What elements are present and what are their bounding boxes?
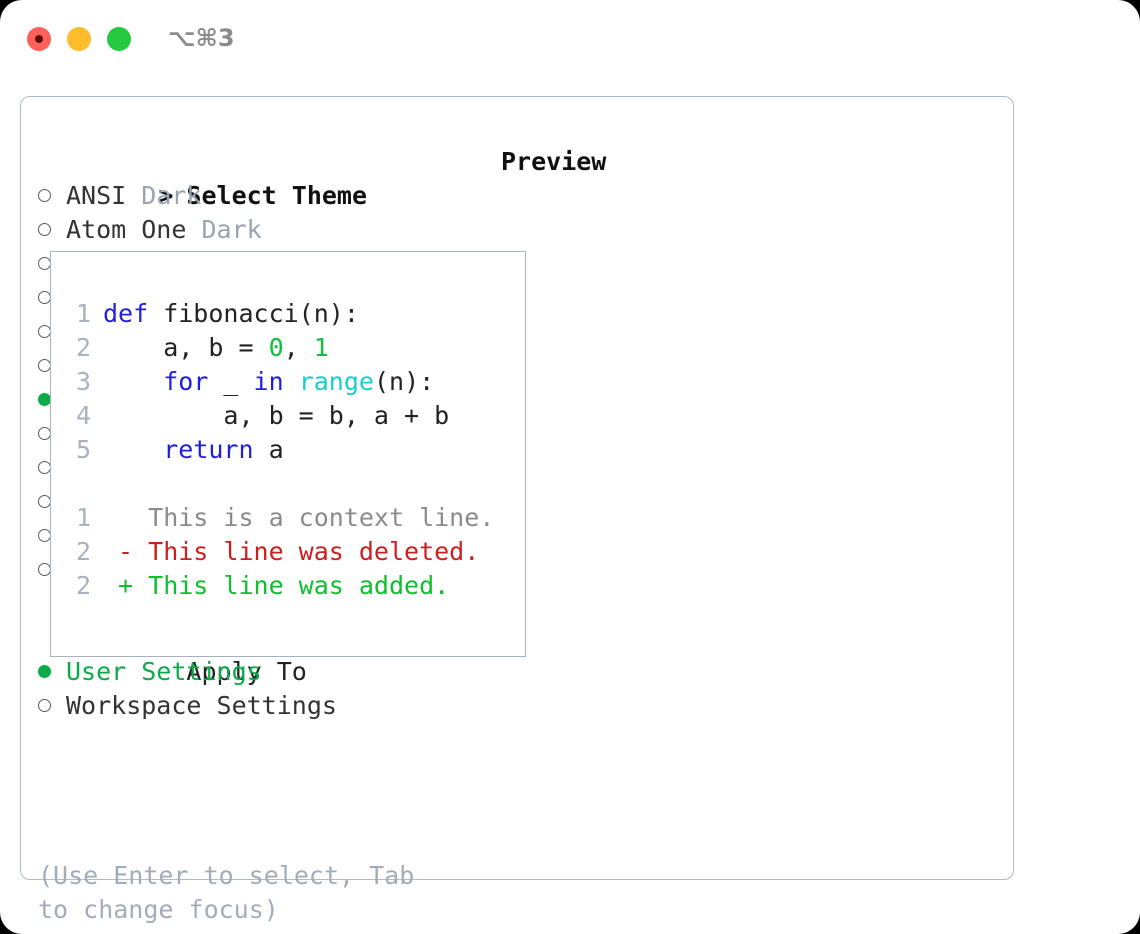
radio-marker xyxy=(38,213,66,247)
diff-line: 1 This is a context line. xyxy=(61,501,494,535)
code-token: 0 xyxy=(268,333,284,362)
code-line: 5 return a xyxy=(61,433,494,467)
code-token: , xyxy=(283,333,314,362)
code-token: range xyxy=(298,367,374,396)
code-token: return xyxy=(163,435,254,464)
code-token: for xyxy=(163,367,209,396)
keyboard-shortcut-label: ⌥⌘3 xyxy=(168,24,235,52)
radio-marker-selected xyxy=(38,655,66,689)
code-token: (n): xyxy=(373,367,435,396)
code-token: a xyxy=(253,435,284,464)
radio-marker xyxy=(38,179,66,213)
line-number: 2 xyxy=(75,537,91,566)
code-line: 1 def fibonacci(n): xyxy=(61,297,494,331)
radio-marker-selected xyxy=(38,383,66,417)
theme-list-item[interactable]: ANSI Dark xyxy=(38,179,478,213)
select-theme-header-label: Select Theme xyxy=(186,181,368,210)
code-token: in xyxy=(253,367,284,396)
apply-to-option-label: Workspace Settings xyxy=(66,691,337,720)
apply-to-option-label: User Settings xyxy=(66,657,262,686)
code-token: fibonacci(n): xyxy=(148,299,359,328)
line-number: 3 xyxy=(75,367,91,396)
code-line: 3 for _ in range(n): xyxy=(61,365,494,399)
code-token: a, b = b, a + b xyxy=(103,401,450,430)
apply-to-header: Apply To xyxy=(38,621,478,686)
apply-to-label: Apply To xyxy=(186,657,307,686)
theme-kind-badge: Dark xyxy=(141,181,202,210)
apply-to-option[interactable]: Workspace Settings xyxy=(38,689,478,723)
code-token xyxy=(103,367,163,396)
code-gap xyxy=(61,467,494,501)
radio-unselected-icon xyxy=(38,223,51,236)
diff-line: 2 - This line was deleted. xyxy=(61,535,494,569)
theme-kind-badge: Dark xyxy=(201,215,262,244)
title-bar: ⌥⌘3 xyxy=(0,0,1140,78)
code-token: - This line was deleted. xyxy=(103,537,480,566)
close-button[interactable] xyxy=(27,27,51,51)
maximize-button[interactable] xyxy=(107,27,131,51)
cursor-caret-icon: > xyxy=(158,181,174,210)
line-number: 2 xyxy=(75,571,91,600)
preview-title: Preview xyxy=(501,147,607,176)
diff-line: 2 + This line was added. xyxy=(61,569,494,603)
code-line: 2 a, b = 0, 1 xyxy=(61,331,494,365)
code-token: a, b = xyxy=(103,333,269,362)
apply-to-option[interactable]: User Settings xyxy=(38,655,478,689)
radio-selected-icon xyxy=(38,393,51,406)
code-token: _ xyxy=(208,367,254,396)
code-line: 4 a, b = b, a + b xyxy=(61,399,494,433)
recording-indicator-icon xyxy=(35,35,43,43)
code-token xyxy=(103,435,163,464)
radio-selected-icon xyxy=(38,665,51,678)
code-token: 1 xyxy=(313,333,329,362)
line-number: 1 xyxy=(75,503,91,532)
radio-unselected-icon xyxy=(38,699,51,712)
radio-marker xyxy=(38,689,66,723)
select-theme-header: > Select Theme xyxy=(38,145,478,210)
line-number: 4 xyxy=(75,401,91,430)
keyboard-hint-text: (Use Enter to select, Tab to change focu… xyxy=(38,861,430,924)
line-number: 1 xyxy=(75,299,91,328)
line-number: 2 xyxy=(75,333,91,362)
minimize-button[interactable] xyxy=(67,27,91,51)
code-token: This is a context line. xyxy=(103,503,495,532)
line-number: 5 xyxy=(75,435,91,464)
theme-name: Atom One xyxy=(66,215,187,244)
code-token: + This line was added. xyxy=(103,571,450,600)
preview-column: Preview xyxy=(501,145,991,179)
code-token: def xyxy=(103,299,149,328)
theme-name: ANSI xyxy=(66,181,127,210)
code-token xyxy=(284,367,299,396)
radio-unselected-icon xyxy=(38,189,51,202)
theme-list-item[interactable]: Atom One Dark xyxy=(38,213,478,247)
